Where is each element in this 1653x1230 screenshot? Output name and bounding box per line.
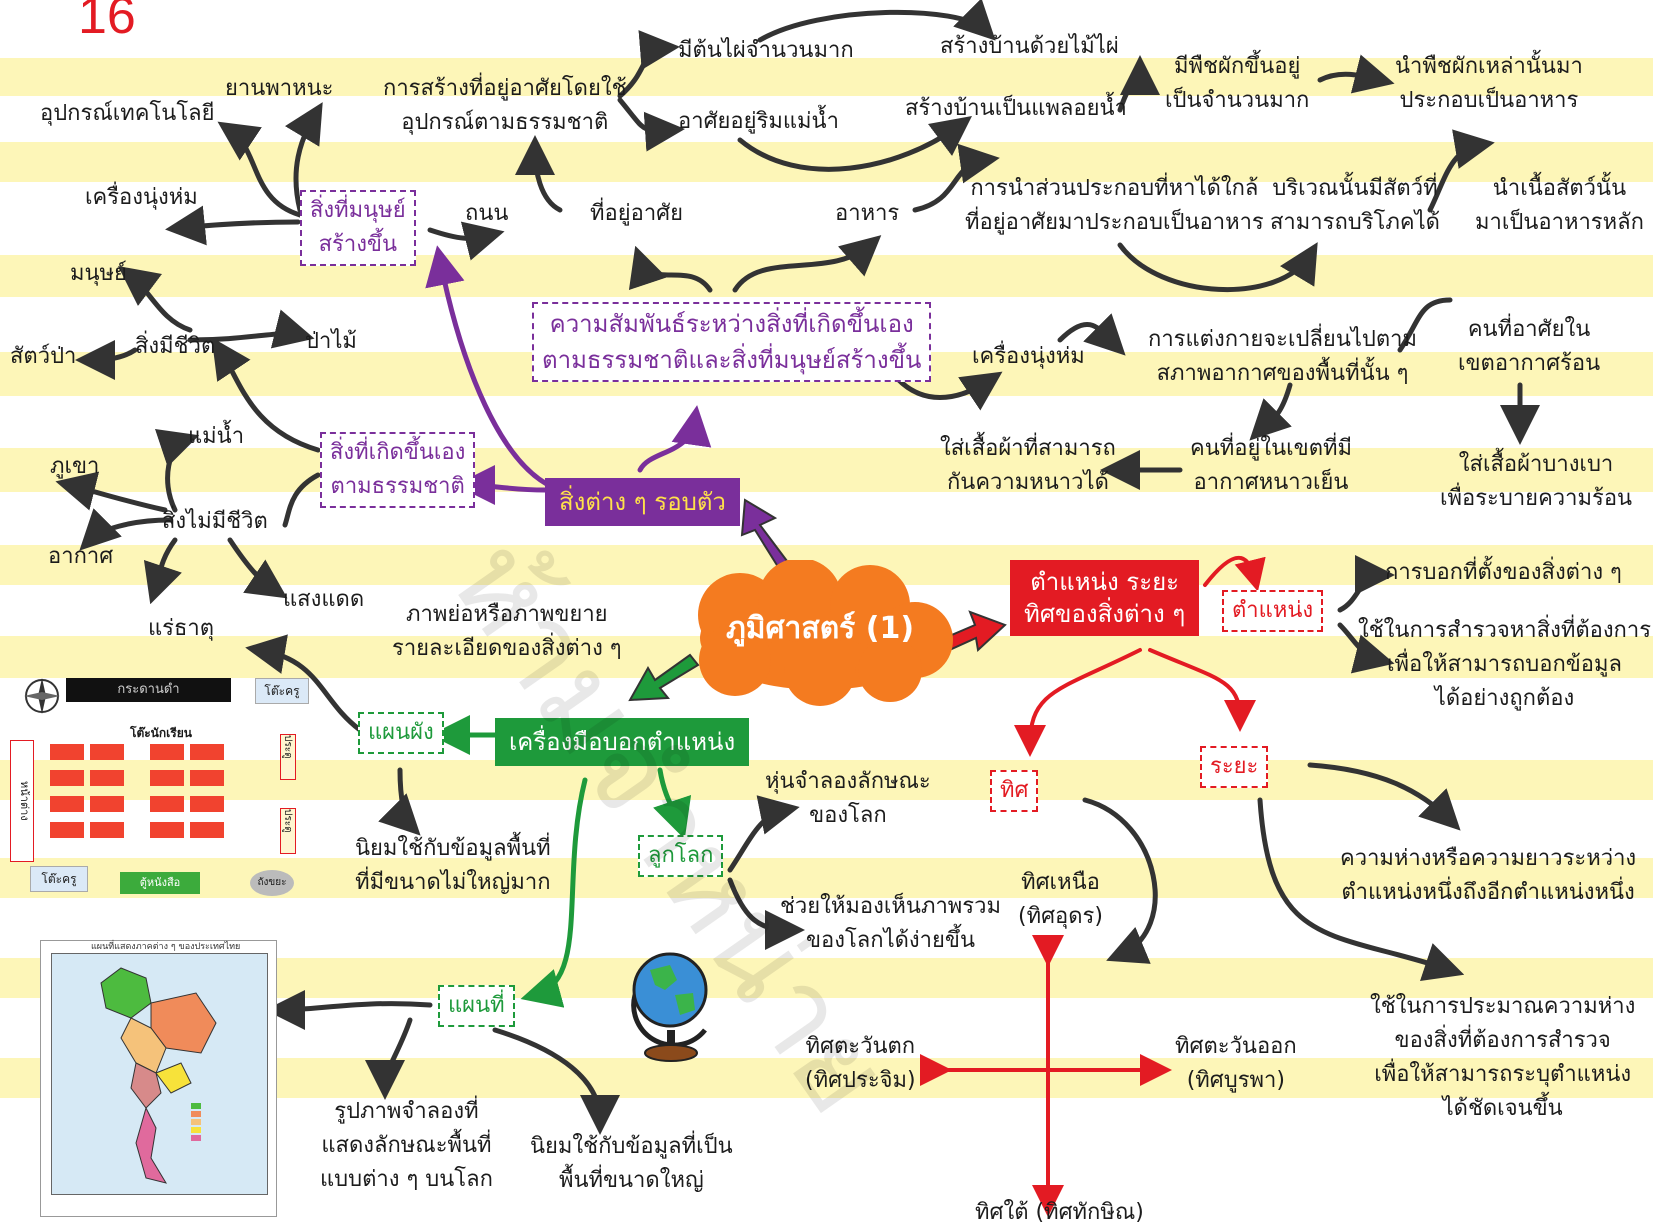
south-label: ทิศใต้ (ทิศทักษิณ)	[975, 1200, 1144, 1225]
river-label: แม่น้ำ	[188, 424, 245, 449]
clothing-label: เครื่องนุ่งห่ม	[972, 344, 1085, 369]
raft-house-label: สร้างบ้านเป็นแพลอยน้ำ	[905, 96, 1127, 121]
air-label: อากาศ	[48, 544, 114, 569]
globe-box: ลูกโลก	[638, 835, 724, 877]
road-label: ถนน	[465, 201, 509, 226]
veg-food-label: นำพืชผักเหล่านั้นมา ประกอบเป็นอาหาร	[1395, 54, 1583, 113]
globe-icon	[631, 952, 708, 1062]
location-desc1-label: การบอกที่ตั้งของสิ่งต่าง ๆ	[1385, 560, 1622, 585]
position-banner: ตำแหน่ง ระยะ ทิศของสิ่งต่าง ๆ	[1010, 560, 1200, 636]
map-regions	[100, 967, 217, 1184]
teacher-desk-bottom: โต๊ะครู	[30, 866, 88, 892]
veg-label: มีพืชผักขึ้นอยู่ เป็นจำนวนมาก	[1165, 54, 1310, 113]
food-nearby-label: การนำส่วนประกอบที่หาได้ใกล้ ที่อยู่อาศัย…	[965, 176, 1264, 235]
food-label: อาหาร	[835, 201, 900, 226]
meat-label: นำเนื้อสัตว์นั้น มาเป็นอาหารหลัก	[1475, 176, 1644, 235]
student-desks	[50, 744, 224, 838]
map-legend	[191, 1101, 251, 1181]
nonliving-label: สิ่งไม่มีชีวิต	[162, 509, 268, 534]
thailand-map: แผนที่แสดงภาคต่าง ๆ ของประเทศไทย	[40, 940, 277, 1217]
map-use-label: นิยมใช้กับข้อมูลที่เป็น พื้นที่ขนาดใหญ่	[530, 1134, 733, 1193]
thin-clothes-label: ใส่เสื้อผ้าบางเบา เพื่อระบายความร้อน	[1440, 452, 1633, 511]
distance-desc2-label: ใช้ในการประมาณความห่าง ของสิ่งที่ต้องการ…	[1370, 994, 1636, 1121]
river-house-label: อาศัยอยู่ริมแม่น้ำ	[678, 109, 839, 134]
student-desks-label: โต๊ะนักเรียน	[130, 726, 192, 740]
location-box: ตำแหน่ง	[1222, 590, 1324, 632]
map-desc-label: รูปภาพจำลองที่ แสดงลักษณะพื้นที่ แบบต่าง…	[320, 1099, 493, 1192]
human-label: มนุษย์	[70, 261, 127, 286]
mineral-label: แร่ธาตุ	[148, 616, 215, 641]
cold-people-label: คนที่อยู่ในเขตที่มี อากาศหนาวเย็น	[1190, 436, 1352, 495]
hot-people-label: คนที่อาศัยใน เขตอากาศร้อน	[1458, 317, 1601, 376]
sunlight-label: แสงแดด	[283, 587, 365, 612]
relation-box: ความสัมพันธ์ระหว่างสิ่งที่เกิดขึ้นเอง ตา…	[532, 302, 932, 382]
door-2: ประตู	[280, 808, 296, 854]
clothing-change-label: การแต่งกายจะเปลี่ยนไปตาม สภาพอากาศของพื้…	[1148, 327, 1418, 386]
housing-label: ที่อยู่อาศัย	[590, 201, 684, 226]
surroundings-banner: สิ่งต่าง ๆ รอบตัว	[545, 478, 740, 526]
map-box: แผนที่	[438, 985, 515, 1027]
living-label: สิ่งมีชีวิต	[135, 334, 216, 359]
east-label: ทิศตะวันออก (ทิศบูรพา)	[1175, 1034, 1297, 1093]
blackboard: กระดานดำ	[66, 678, 231, 702]
bookshelf: ตู้หนังสือ	[120, 872, 200, 894]
globe-desc2-label: ช่วยให้มองเห็นภาพรวม ของโลกได้ง่ายขึ้น	[780, 894, 1001, 953]
animals-label: บริเวณนั้นมีสัตว์ที่ สามารถบริโภคได้	[1270, 176, 1440, 235]
wild-animal-label: สัตว์ป่า	[10, 344, 77, 369]
window: หน้าต่าง	[10, 740, 34, 862]
bamboo-label: มีต้นไผ่จำนวนมาก	[678, 38, 854, 63]
direction-box: ทิศ	[990, 770, 1039, 812]
plan-use-label: นิยมใช้กับข้อมูลพื้นที่ ที่มีขนาดไม่ใหญ่…	[355, 836, 551, 895]
distance-box: ระยะ	[1200, 746, 1269, 788]
housing-build-label: การสร้างที่อยู่อาศัยโดยใช้ อุปกรณ์ตามธรร…	[383, 76, 627, 135]
location-desc2-label: ใช้ในการสำรวจหาสิ่งที่ต้องการ เพื่อให้สา…	[1358, 618, 1652, 711]
trash-bin: ถังขยะ	[250, 870, 294, 896]
distance-desc1-label: ความห่างหรือความยาวระหว่าง ตำแหน่งหนึ่งถ…	[1340, 846, 1637, 905]
forest-label: ป่าไม้	[305, 329, 357, 354]
vehicle-label: ยานพาหนะ	[225, 76, 334, 101]
map-title: แผนที่แสดงภาคต่าง ๆ ของประเทศไทย	[91, 942, 241, 952]
plan-box: แผนผัง	[358, 712, 444, 754]
plan-desc-label: ภาพย่อหรือภาพขยาย รายละเอียดของสิ่งต่าง …	[392, 602, 622, 661]
central-title: ภูมิศาสตร์ (1)	[725, 611, 915, 646]
door-1: ประตู	[280, 734, 296, 780]
technology-label: อุปกรณ์เทคโนโลยี	[40, 101, 215, 126]
north-label: ทิศเหนือ (ทิศอุดร)	[1018, 870, 1103, 929]
globe-desc1-label: หุ่นจำลองลักษณะ ของโลก	[765, 769, 931, 828]
mountain-label: ภูเขา	[50, 454, 100, 479]
bamboo-house-label: สร้างบ้านด้วยไม้ไผ่	[940, 34, 1119, 59]
classroom-plan: กระดานดำ โต๊ะครู โต๊ะนักเรียน หน้าต่าง ป…	[10, 672, 325, 902]
compass-rose-icon	[24, 678, 60, 714]
natural-box: สิ่งที่เกิดขึ้นเอง ตามธรรมชาติ	[320, 432, 476, 508]
tools-banner: เครื่องมือบอกตำแหน่ง	[495, 718, 750, 766]
west-label: ทิศตะวันตก (ทิศประจิม)	[805, 1034, 916, 1093]
clothes-label: เครื่องนุ่งห่ม	[85, 185, 198, 210]
human-made-box: สิ่งที่มนุษย์ สร้างขึ้น	[300, 190, 416, 266]
teacher-desk-top: โต๊ะครู	[255, 678, 309, 704]
warm-clothes-label: ใส่เสื้อผ้าที่สามารถ กันความหนาวได้	[940, 436, 1116, 495]
central-cloud	[698, 560, 953, 706]
page-number: 16	[78, 0, 136, 45]
